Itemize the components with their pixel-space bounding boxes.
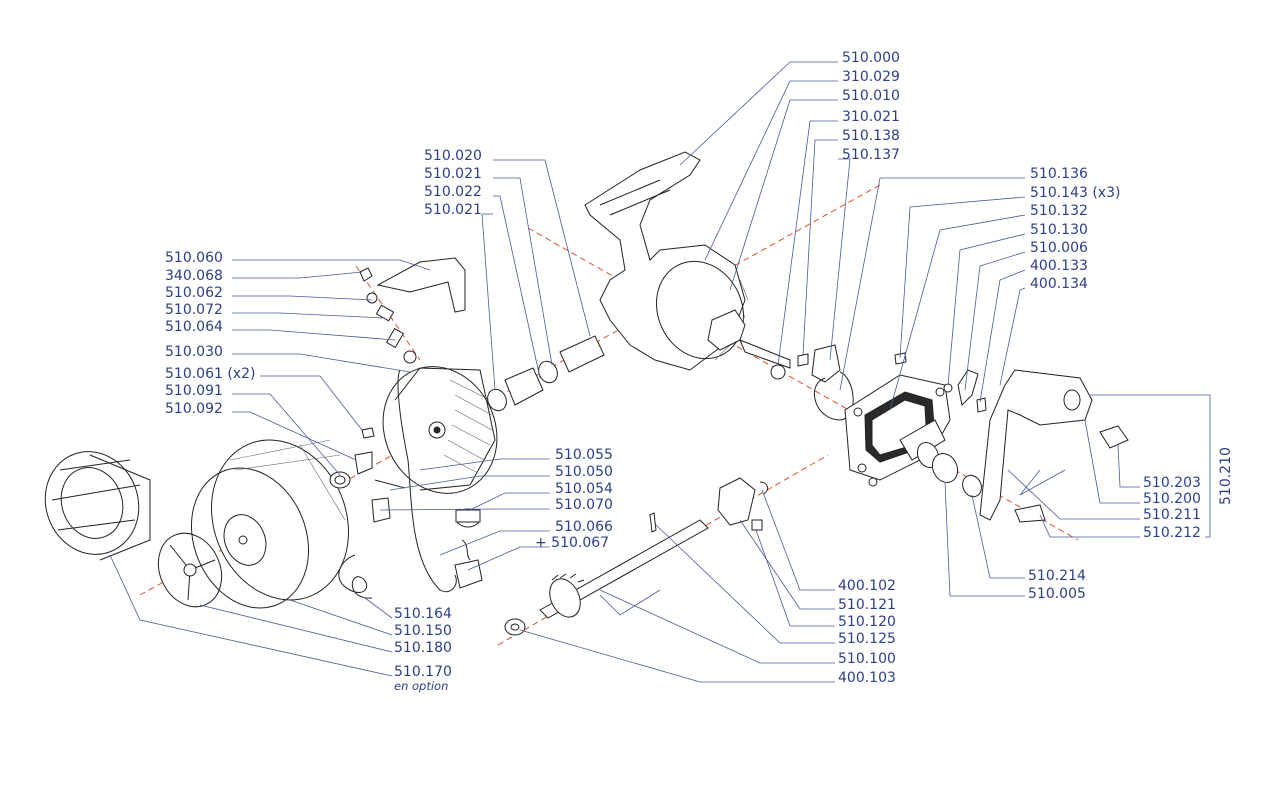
label-400-103: 400.103 [838,670,896,686]
label-510-067: + 510.067 [535,535,609,551]
label-510-064: 510.064 [165,319,223,335]
label-510-100: 510.100 [838,651,896,667]
body-side-parts [770,344,854,421]
spool [190,439,349,609]
pinion-bushings [487,335,605,412]
label-510-061: 510.061 (x2) [165,366,255,382]
label-310-029: 310.029 [842,69,900,85]
label-510-006: 510.006 [1030,240,1088,256]
label-400-134: 400.134 [1030,276,1088,292]
label-510-150: 510.150 [394,623,452,639]
label-510-021-bottom: 510.021 [424,202,482,218]
label-510-200: 510.200 [1143,491,1201,507]
label-510-000: 510.000 [842,50,900,66]
label-510-062: 510.062 [165,285,223,301]
label-510-005: 510.005 [1028,586,1086,602]
label-510-125: 510.125 [838,631,896,647]
parts [44,151,1129,636]
label-310-021: 310.021 [842,109,900,125]
label-510-030: 510.030 [165,344,223,360]
label-510-070: 510.070 [555,497,613,513]
label-510-066: 510.066 [555,519,613,535]
label-510-130: 510.130 [1030,222,1088,238]
oscillation-parts [649,477,768,533]
reel-body [584,151,791,371]
label-510-164: 510.164 [394,606,452,622]
rotor-housing [382,366,498,593]
label-510-136: 510.136 [1030,166,1088,182]
label-510-020: 510.020 [424,148,482,164]
spring-clip [338,554,373,599]
label-510-211: 510.211 [1143,507,1201,523]
label-510-138: 510.138 [842,128,900,144]
main-shaft [504,519,709,636]
label-510-092: 510.092 [165,401,223,417]
label-510-180: 510.180 [394,640,452,656]
label-510-137: 510.137 [842,147,900,163]
spool-cap [157,532,223,608]
label-510-091: 510.091 [165,383,223,399]
part-labels: 510.000 310.029 510.010 310.021 510.138 … [165,50,1234,693]
crank-handle [979,369,1129,523]
label-510-203: 510.203 [1143,475,1201,491]
ratchet-axis [355,265,421,361]
label-510-010: 510.010 [842,88,900,104]
leader-lines [109,61,1211,683]
label-510-054: 510.054 [555,481,613,497]
label-en-option: en option [394,679,448,693]
label-510-214: 510.214 [1028,568,1086,584]
label-510-132: 510.132 [1030,203,1088,219]
label-510-210: 510.210 [1218,447,1234,505]
label-510-060: 510.060 [165,250,223,266]
label-510-021-top: 510.021 [424,166,482,182]
spool-skirt [44,451,151,561]
label-400-102: 400.102 [838,578,896,594]
label-510-143: 510.143 (x3) [1030,185,1120,201]
label-510-212: 510.212 [1143,525,1201,541]
label-510-121: 510.121 [838,597,896,613]
label-510-072: 510.072 [165,302,223,318]
crank-parts [868,352,987,498]
label-400-133: 400.133 [1030,258,1088,274]
label-510-050: 510.050 [555,464,613,480]
label-510-055: 510.055 [555,447,613,463]
label-510-170: 510.170 [394,664,452,680]
label-510-120: 510.120 [838,614,896,630]
label-340-068: 340.068 [165,268,223,284]
label-510-022: 510.022 [424,184,482,200]
